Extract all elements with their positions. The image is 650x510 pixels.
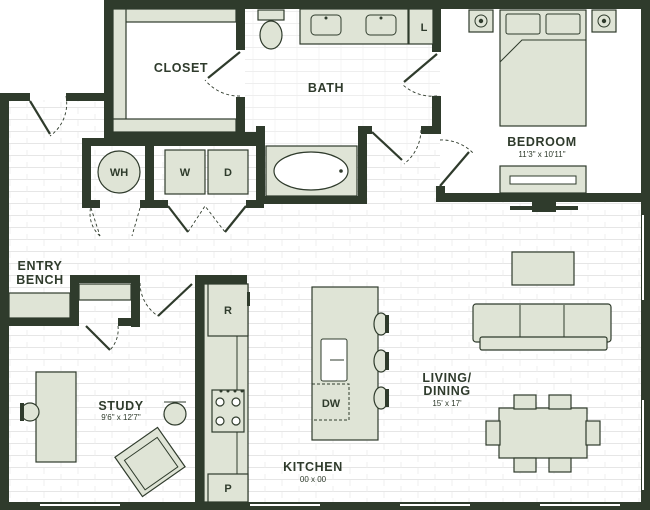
coat-closet <box>78 283 132 301</box>
nightstand-left <box>468 9 494 33</box>
closet-door[interactable] <box>204 51 241 97</box>
water-heater <box>97 150 141 194</box>
bar-stools <box>373 312 389 410</box>
washer-label: W <box>180 167 191 179</box>
bedroom-door[interactable] <box>439 139 475 187</box>
tv <box>510 202 578 212</box>
bath-label: BATH <box>308 81 344 95</box>
kitchen-island <box>311 286 379 441</box>
living-label: LIVING/ <box>422 371 471 385</box>
living-dimensions: 15' x 17' <box>432 399 462 408</box>
washer <box>164 149 206 195</box>
toilet <box>257 9 285 50</box>
study-door[interactable] <box>139 282 193 317</box>
windows <box>40 4 644 506</box>
bed <box>499 9 587 127</box>
entry-bench <box>8 292 71 319</box>
bench-label: BENCH <box>16 273 63 287</box>
pantry-label: P <box>224 483 231 495</box>
dryer <box>207 149 249 195</box>
dryer-label: D <box>224 167 232 179</box>
pantry <box>207 473 249 503</box>
coat-closet-door[interactable] <box>85 325 119 351</box>
desk <box>35 371 77 463</box>
refrigerator-label: R <box>224 305 232 317</box>
desk-chair <box>20 402 40 422</box>
study-label: STUDY <box>98 399 143 413</box>
closet-label: CLOSET <box>154 61 208 75</box>
utility-doors[interactable] <box>89 205 247 237</box>
bath-entry-door[interactable] <box>371 129 422 165</box>
linen-closet <box>408 8 434 45</box>
entry-label: ENTRY <box>18 259 63 273</box>
kitchen-dimensions: 00 x 00 <box>300 475 327 484</box>
side-table <box>163 401 187 426</box>
bathtub <box>265 145 358 197</box>
dining-table <box>498 407 588 459</box>
dining-label: DINING <box>423 384 470 398</box>
dishwasher-label: DW <box>322 398 341 410</box>
nightstand-right <box>591 9 617 33</box>
coffee-table <box>511 251 575 286</box>
water-heater-label: WH <box>110 167 128 179</box>
cooktop <box>211 389 245 433</box>
closet-shelves <box>112 8 237 133</box>
dining-chairs <box>485 394 601 473</box>
bedroom-label: BEDROOM <box>507 135 576 149</box>
study-dimensions: 9'6" x 12'7" <box>101 413 141 422</box>
refrigerator <box>207 283 250 337</box>
bedroom-dimensions: 11'3" x 10'11" <box>518 150 565 159</box>
entry-door[interactable] <box>29 95 68 137</box>
dresser <box>499 165 587 194</box>
bath-door[interactable] <box>401 53 438 97</box>
linen-label: L <box>421 22 428 34</box>
armchair <box>114 426 186 498</box>
sofa <box>472 303 612 351</box>
vanity <box>299 8 409 45</box>
kitchen-label: KITCHEN <box>283 460 343 474</box>
